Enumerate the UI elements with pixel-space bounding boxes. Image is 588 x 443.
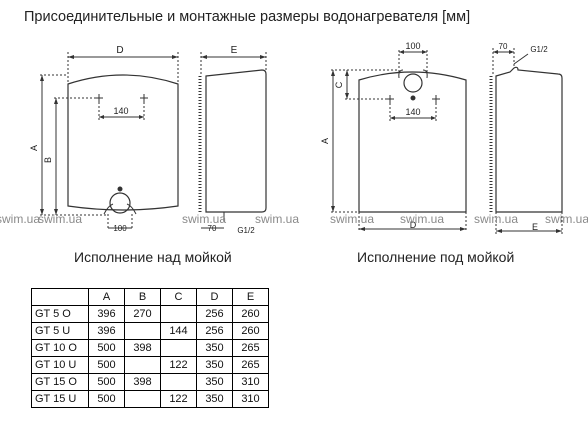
over-front-label-d: D <box>116 45 123 56</box>
cell-c <box>160 305 197 323</box>
cell-d: 350 <box>196 339 233 357</box>
cell-d: 350 <box>196 390 233 408</box>
table-header-row: A B C D E <box>31 288 269 306</box>
under-front-label-100: 100 <box>405 41 420 51</box>
table-header-cell: A <box>88 288 125 306</box>
over-front-label-b: B <box>43 157 53 163</box>
cell-a: 396 <box>88 305 125 323</box>
cell-e: 260 <box>232 305 269 323</box>
watermark: swim.ua <box>474 212 519 226</box>
cell-a: 500 <box>88 373 125 391</box>
table-header-cell: D <box>196 288 233 306</box>
cell-e: 260 <box>232 322 269 340</box>
over-sink-side-view <box>198 52 267 229</box>
cell-a: 500 <box>88 339 125 357</box>
watermark: swim.ua <box>545 212 588 226</box>
table-row: GT 10 O 500 398 350 265 <box>31 339 269 357</box>
cell-e: 310 <box>232 373 269 391</box>
under-sink-front-view <box>331 50 467 232</box>
caption-under-sink: Исполнение под мойкой <box>357 249 515 265</box>
over-side-label-70: 70 <box>208 224 217 233</box>
cell-e: 310 <box>232 390 269 408</box>
cell-d: 350 <box>196 356 233 374</box>
table-row: GT 10 U 500 122 350 265 <box>31 356 269 374</box>
cell-a: 500 <box>88 356 125 374</box>
model-cell: GT 15 O <box>31 373 89 391</box>
model-cell: GT 10 O <box>31 339 89 357</box>
cell-a: 500 <box>88 390 125 408</box>
cell-a: 396 <box>88 322 125 340</box>
under-front-label-140: 140 <box>405 107 420 117</box>
cell-b <box>124 356 161 374</box>
cell-b: 398 <box>124 373 161 391</box>
watermark: swim.ua <box>0 212 41 226</box>
cell-b <box>124 322 161 340</box>
cell-d: 350 <box>196 373 233 391</box>
table-header-cell <box>31 288 89 306</box>
cell-d: 256 <box>196 305 233 323</box>
under-sink-side-view <box>489 48 563 234</box>
caption-over-sink: Исполнение над мойкой <box>74 249 232 265</box>
cell-e: 265 <box>232 356 269 374</box>
over-side-label-e: E <box>231 45 238 56</box>
over-front-label-100: 100 <box>113 224 127 233</box>
table-header-cell: C <box>160 288 197 306</box>
table-row: GT 15 O 500 398 350 310 <box>31 373 269 391</box>
cell-b: 398 <box>124 339 161 357</box>
cell-c <box>160 373 197 391</box>
table-row: GT 5 O 396 270 256 260 <box>31 305 269 323</box>
cell-b: 270 <box>124 305 161 323</box>
table-header-cell: E <box>232 288 269 306</box>
cell-c: 144 <box>160 322 197 340</box>
cell-c: 122 <box>160 390 197 408</box>
table-header-cell: B <box>124 288 161 306</box>
under-side-label-e: E <box>532 222 538 232</box>
watermark: swim.ua <box>182 212 227 226</box>
over-sink-front-view <box>40 52 179 230</box>
over-front-label-140: 140 <box>113 106 128 116</box>
under-side-label-70: 70 <box>499 42 508 51</box>
table-row: GT 5 U 396 144 256 260 <box>31 322 269 340</box>
watermark: swim.ua <box>38 212 83 226</box>
model-cell: GT 5 U <box>31 322 89 340</box>
over-side-label-thread: G1/2 <box>237 226 255 235</box>
cell-d: 256 <box>196 322 233 340</box>
model-cell: GT 5 O <box>31 305 89 323</box>
cell-e: 265 <box>232 339 269 357</box>
under-front-label-d: D <box>410 220 417 230</box>
over-front-label-a: A <box>29 145 39 151</box>
watermark: swim.ua <box>330 212 375 226</box>
dimensions-table: A B C D E GT 5 O 396 270 256 260 GT 5 U … <box>31 288 269 408</box>
model-cell: GT 10 U <box>31 356 89 374</box>
table-row: GT 15 U 500 122 350 310 <box>31 390 269 408</box>
page-title: Присоединительные и монтажные размеры во… <box>24 9 471 25</box>
cell-b <box>124 390 161 408</box>
cell-c: 122 <box>160 356 197 374</box>
technical-drawing: D 140 A B 100 E 70 G1/2 100 140 A C D 70… <box>29 41 563 235</box>
under-front-label-a: A <box>320 138 330 144</box>
watermark: swim.ua <box>255 212 300 226</box>
model-cell: GT 15 U <box>31 390 89 408</box>
cell-c <box>160 339 197 357</box>
watermark: swim.ua <box>400 212 445 226</box>
under-side-label-thread: G1/2 <box>530 45 548 54</box>
under-front-label-c: C <box>334 81 344 88</box>
